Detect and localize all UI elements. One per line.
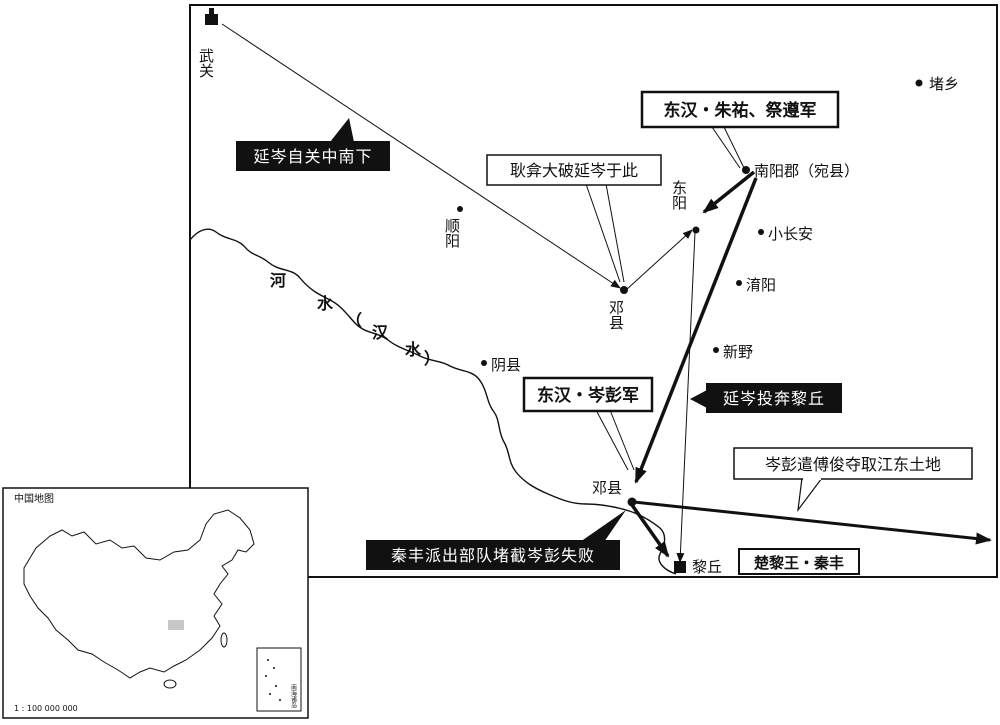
china-outline [23,509,255,679]
place-shunyang: 顺阳 [443,218,461,248]
place-names: 武关 堵乡 南阳郡（宛县） 东阳 顺阳 小长安 淯阳 邓县 新野 阴县 邓县 黎… [197,48,959,576]
south-sea-islands [265,659,281,701]
place-yinxian: 阴县 [491,356,521,374]
inset-china-map: 中国地图 1 : 100 000 000 南海诸岛 [2,487,309,719]
place-dengxian-south: 邓县 [592,479,622,497]
label-chuliwang: 楚黎王・秦丰 [738,548,860,575]
svg-text:岑彭遣傅俊夺取江东土地: 岑彭遣傅俊夺取江东土地 [765,455,941,474]
svg-text:耿弇大破延岑于此: 耿弇大破延岑于此 [510,161,638,180]
south-sea-label: 南海诸岛 [290,683,297,709]
river-name: 河 水 （ 汉 水 ） [270,271,440,368]
route-dengxian-east [633,500,992,545]
svg-text:水: 水 [405,340,422,359]
svg-text:东汉・朱祐、祭遵军: 东汉・朱祐、祭遵军 [664,100,817,121]
svg-text:楚黎王・秦丰: 楚黎王・秦丰 [754,554,844,572]
fortress-icon [205,8,218,25]
place-duxiang: 堵乡 [929,75,959,93]
svg-text:）: ） [424,349,440,368]
label-yancen-south: 延岑自关中南下 [236,118,390,171]
svg-text:河: 河 [270,271,286,290]
map-frame [189,4,998,578]
square-capital-icon [674,561,686,573]
han-river [189,228,677,575]
inset-title: 中国地图 [14,492,54,505]
place-wuguan: 武关 [197,48,215,78]
route-nanyang-dengxian [634,177,758,484]
route-wuguan-dengxian [221,23,621,289]
label-fujun: 岑彭遣傅俊夺取江东土地 [733,447,973,513]
route-nanyang-dongyang [702,170,756,214]
label-zhuyou: 东汉・朱祐、祭遵军 [640,90,840,169]
route-dengxian-liqiu [630,503,670,558]
taiwan-outline [220,632,228,648]
label-genyan: 耿弇大破延岑于此 [486,154,662,283]
hainan-outline [163,679,177,689]
svg-text:汉: 汉 [372,323,389,342]
route-dengxian-dongyang [625,229,693,291]
label-cenpeng: 东汉・岑彭军 [522,376,654,471]
place-xiaochangan: 小长安 [768,225,813,243]
place-liqiu: 黎丘 [692,558,722,576]
highlight-region [168,620,184,630]
svg-text:（: （ [346,311,362,330]
svg-text:延岑投奔黎丘: 延岑投奔黎丘 [723,389,825,408]
label-yancen-toben: 延岑投奔黎丘 [690,383,842,413]
place-dongyang: 东阳 [670,180,688,210]
svg-text:东汉・岑彭军: 东汉・岑彭军 [537,385,639,406]
inset-scale: 1 : 100 000 000 [14,704,78,713]
svg-text:秦丰派出部队堵截岑彭失败: 秦丰派出部队堵截岑彭失败 [391,546,595,565]
place-dengxian-north: 邓县 [607,300,625,330]
south-sea-box [256,647,302,712]
place-nanyang: 南阳郡（宛县） [754,162,859,180]
svg-text:延岑自关中南下: 延岑自关中南下 [253,147,372,166]
place-yuyang: 淯阳 [746,276,776,294]
svg-text:水: 水 [317,294,334,313]
place-xinye: 新野 [723,343,753,361]
label-qinfeng-fail: 秦丰派出部队堵截岑彭失败 [366,510,626,570]
